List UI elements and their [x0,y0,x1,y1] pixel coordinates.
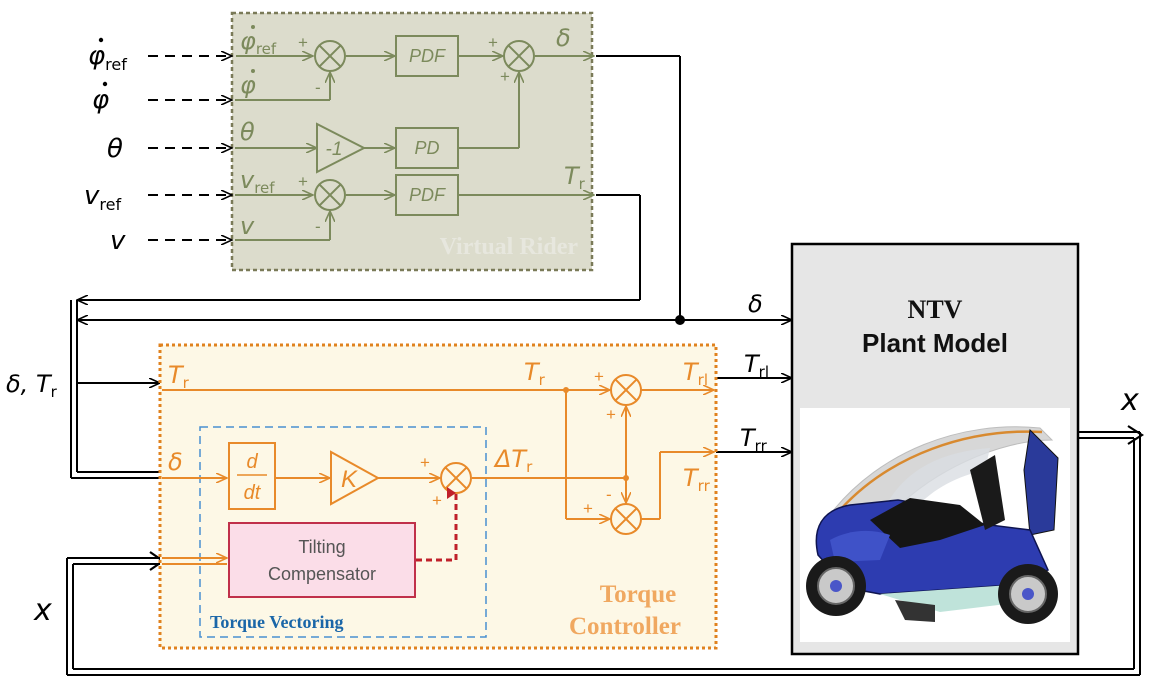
gain-neg1-label: -1 [326,139,343,160]
plant-title-1: NTV [908,295,963,324]
external-input-lines [148,56,232,240]
derivative-numerator: d [246,451,258,473]
svg-text:+: + [298,33,308,52]
rider-out-tr: Tr [564,162,586,193]
x-out-arrowhead [1127,425,1145,445]
compensator-output-line [416,487,458,562]
pdf-block-1 [395,35,459,77]
bus-labels: δ δ, Tr x x Trl Trr [6,290,1139,628]
gain-k-triangle [330,450,381,506]
gain-k-label: K [341,466,358,493]
svg-text:+: + [488,33,498,52]
torque-controller-block: Torque Controller Torque Vectoring [158,343,718,650]
compensator-label-1: Tilting [298,537,345,557]
torque-signs: + + + - + + [420,367,616,518]
tc-trr: Trr [683,464,711,495]
sum-junction-delta [503,40,535,72]
tc-tr-mid: Tr [524,358,546,389]
branch-point [563,387,569,393]
plant-title-2: Plant Model [862,328,1008,358]
torque-sum-junctions [440,374,642,535]
x-right-label: x [1120,383,1139,418]
dot-accent [251,69,255,73]
svg-text:-: - [315,217,321,236]
dot-accent [251,25,255,29]
bus-delta-label: δ [748,290,763,318]
rider-blocks [316,35,459,216]
dot-accent [98,37,104,43]
rider-in-v: v [240,212,255,240]
svg-text:+: + [500,67,510,86]
rider-out-delta: δ [556,24,571,52]
tc-in-tr: Tr [168,361,190,392]
rider-in-phi: φ [240,71,256,99]
label-phi-ref: φref [88,41,127,74]
gain-neg1-triangle [316,122,367,174]
virtual-rider-block: Virtual Rider φref φ θ vref v [84,11,594,272]
out-trr-label: Trr [740,424,768,455]
label-theta: θ [107,134,123,164]
torque-controller-title-1: Torque [600,581,676,608]
label-vref: vref [84,181,121,214]
rider-in-phi-ref: φref [240,27,277,58]
sum-junction-v [314,179,346,211]
external-input-labels: φref φ θ vref v [84,37,127,256]
label-v: v [110,226,126,256]
pdf-label-2: PDF [409,185,446,205]
label-phi: φ [92,85,109,115]
torque-vectoring-title: Torque Vectoring [210,612,344,632]
rider-in-vref: vref [240,166,275,197]
torque-controller-title-2: Controller [569,613,681,640]
torque-vectoring-frame [199,426,487,638]
rider-block-labels: PDF PD PDF -1 [326,46,446,205]
x-left-label: x [33,593,52,628]
rider-in-theta: θ [240,118,255,146]
rider-signal-labels: φref φ θ vref v δ Tr [240,24,586,240]
plant-model-block: NTV Plant Model [790,242,1080,656]
tc-trl: Trl [683,358,708,389]
compensator-label-2: Compensator [268,564,376,584]
svg-text:+: + [432,491,442,510]
derivative-block [228,442,276,510]
svg-text:-: - [606,485,612,504]
dot-accent [102,81,108,87]
branch-point [623,475,629,481]
pdf-label-1: PDF [409,46,446,66]
svg-text:+: + [594,367,604,386]
tilting-compensator-block [228,522,416,598]
bus-delta-tr-label: δ, Tr [6,370,58,401]
pd-label: PD [414,138,439,158]
tc-delta-tr: ΔTr [493,445,533,476]
torque-signal-labels: Tr δ Tr ΔTr Trl Trr [168,358,711,495]
pdf-block-2 [395,174,459,216]
out-trl-label: Trl [744,350,769,381]
torque-wiring [162,390,714,565]
rider-sum-junctions [314,40,535,211]
derivative-denominator: dt [244,482,262,504]
svg-text:-: - [315,78,321,97]
svg-text:+: + [420,453,430,472]
svg-text:+: + [583,499,593,518]
sum-junction-phi [314,40,346,72]
branch-point [675,315,685,325]
bus-wiring [66,55,1141,676]
pd-block [395,127,459,169]
tc-in-delta: δ [168,448,183,476]
svg-text:+: + [298,172,308,191]
virtual-rider-title: Virtual Rider [440,234,579,260]
vehicle-image [800,408,1070,642]
rider-signs: + - + + + - [298,33,510,236]
svg-text:+: + [606,405,616,424]
rider-wiring [235,56,594,241]
